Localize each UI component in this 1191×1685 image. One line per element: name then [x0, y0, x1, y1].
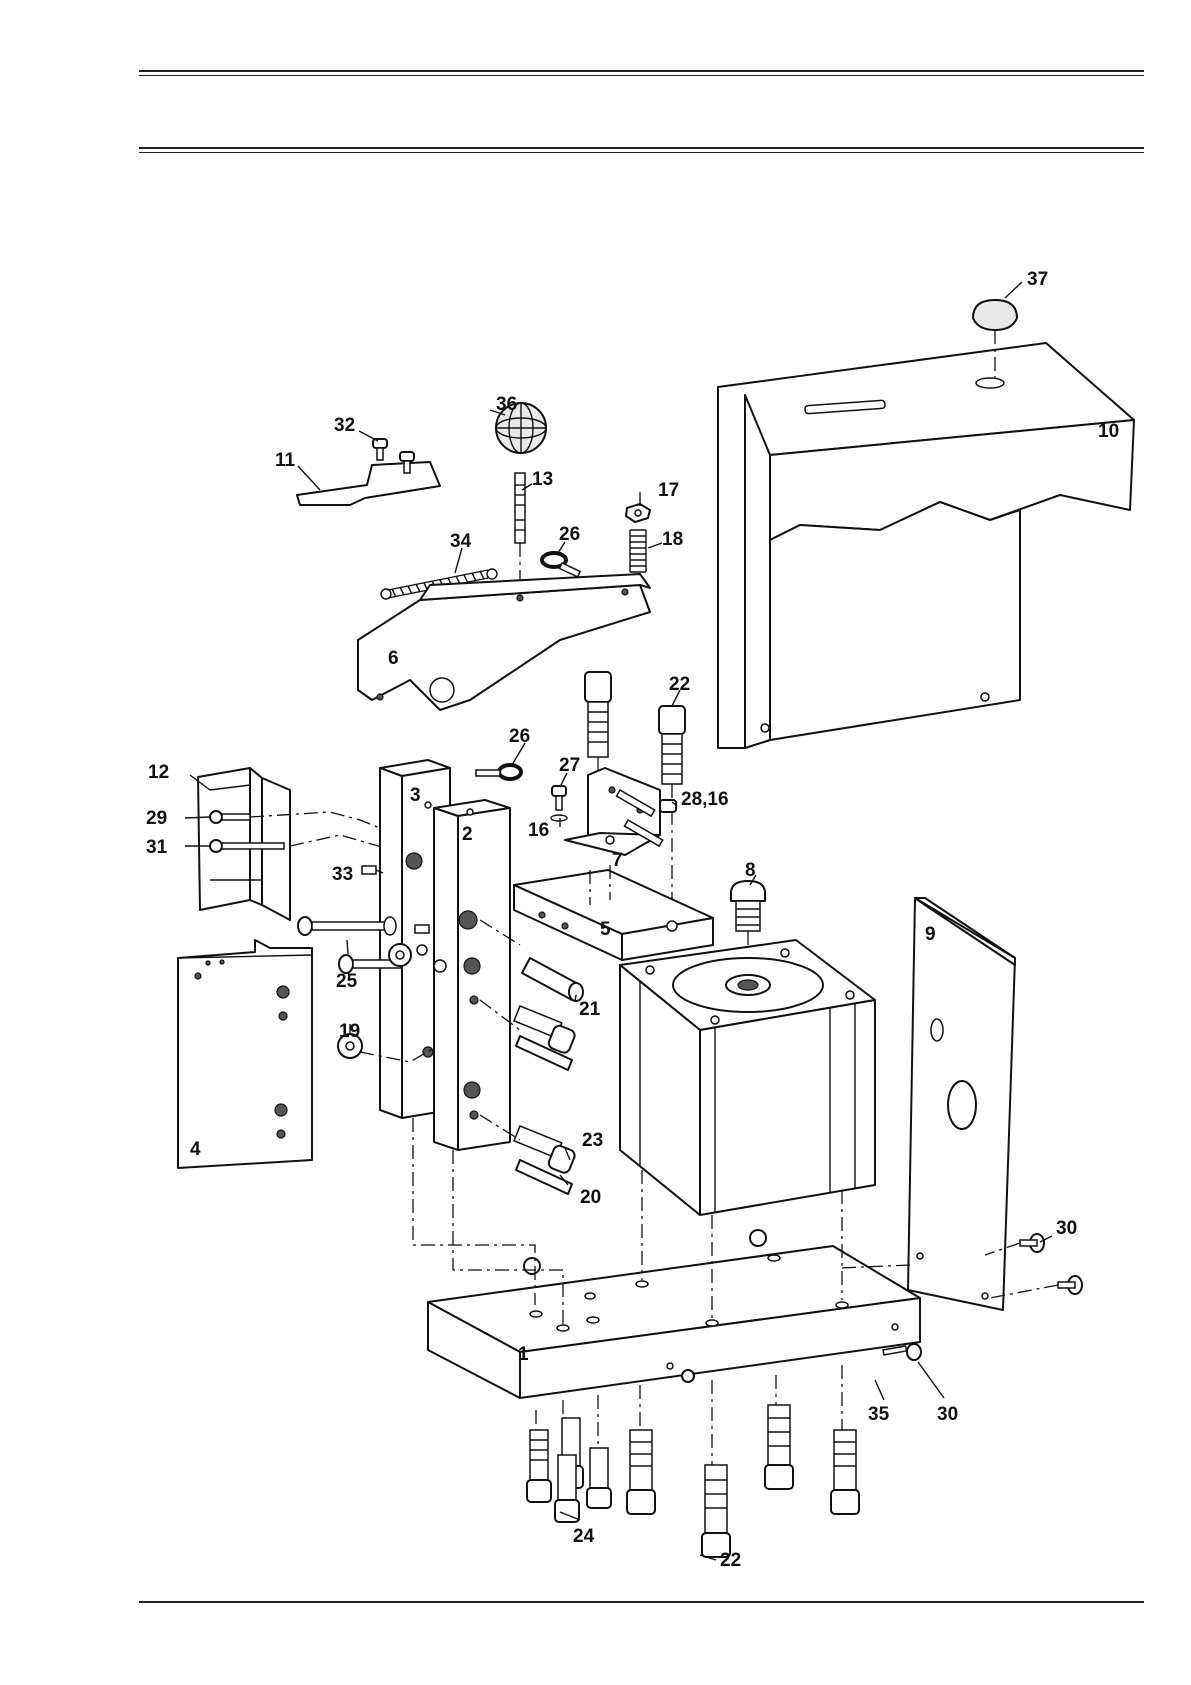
label-part-13: 13 [532, 469, 553, 490]
label-part-33: 33 [332, 864, 353, 885]
label-part-16: 16 [528, 820, 549, 841]
label-part-27: 27 [559, 755, 580, 776]
part-5-block [514, 865, 713, 960]
label-part-34: 34 [450, 531, 472, 552]
label-part-17: 17 [658, 480, 679, 501]
label-part-22-lower: 22 [720, 1550, 741, 1571]
label-part-6: 6 [388, 648, 399, 669]
part-1-base [428, 1246, 920, 1398]
label-part-23: 23 [582, 1130, 603, 1151]
label-part-7: 7 [612, 850, 623, 871]
label-part-18: 18 [662, 529, 683, 550]
part-17-nut [626, 504, 650, 522]
leader-31 [290, 835, 385, 848]
label-part-30-lower: 30 [937, 1404, 958, 1425]
label-part-28-16: 28,16 [681, 789, 729, 810]
part-33-setscrew [362, 866, 376, 874]
label-part-9: 9 [925, 924, 936, 945]
label-part-30-right: 30 [1056, 1218, 1077, 1239]
cylinder-block [620, 940, 875, 1215]
label-part-22-upper: 22 [669, 674, 690, 695]
label-part-3: 3 [410, 785, 421, 806]
part-4-plate [178, 940, 312, 1168]
label-part-10: 10 [1098, 421, 1119, 442]
label-part-26-upper: 26 [559, 524, 580, 545]
label-part-4: 4 [190, 1139, 201, 1160]
part-26-eyebolt-lower [476, 765, 521, 779]
label-part-35: 35 [868, 1404, 890, 1425]
label-part-1: 1 [518, 1344, 529, 1365]
part-18-spring [630, 530, 646, 572]
part-11-plate [297, 462, 440, 505]
label-part-31: 31 [146, 837, 168, 858]
label-part-26-lower: 26 [509, 726, 530, 747]
label-part-25: 25 [336, 971, 358, 992]
label-part-19: 19 [339, 1021, 360, 1042]
label-part-36: 36 [496, 394, 517, 415]
label-part-37: 37 [1027, 269, 1048, 290]
part-21-pin [522, 958, 583, 1001]
label-part-21: 21 [579, 999, 601, 1020]
label-part-2: 2 [462, 824, 473, 845]
label-part-11: 11 [275, 450, 296, 471]
part-10-cover [718, 343, 1134, 748]
label-part-5: 5 [600, 919, 611, 940]
part-9-plate [908, 898, 1015, 1310]
part-2-bar [434, 800, 510, 1150]
label-part-24: 24 [573, 1526, 595, 1547]
label-part-29: 29 [146, 808, 167, 829]
part-27-screw [551, 786, 567, 821]
label-part-32: 32 [334, 415, 355, 436]
part-23-bolts [514, 1006, 576, 1174]
label-part-20: 20 [580, 1187, 601, 1208]
label-part-8: 8 [745, 860, 756, 881]
part-13-stud [515, 473, 525, 590]
part-26-eyebolt-upper [542, 553, 580, 577]
label-part-12: 12 [148, 762, 169, 783]
